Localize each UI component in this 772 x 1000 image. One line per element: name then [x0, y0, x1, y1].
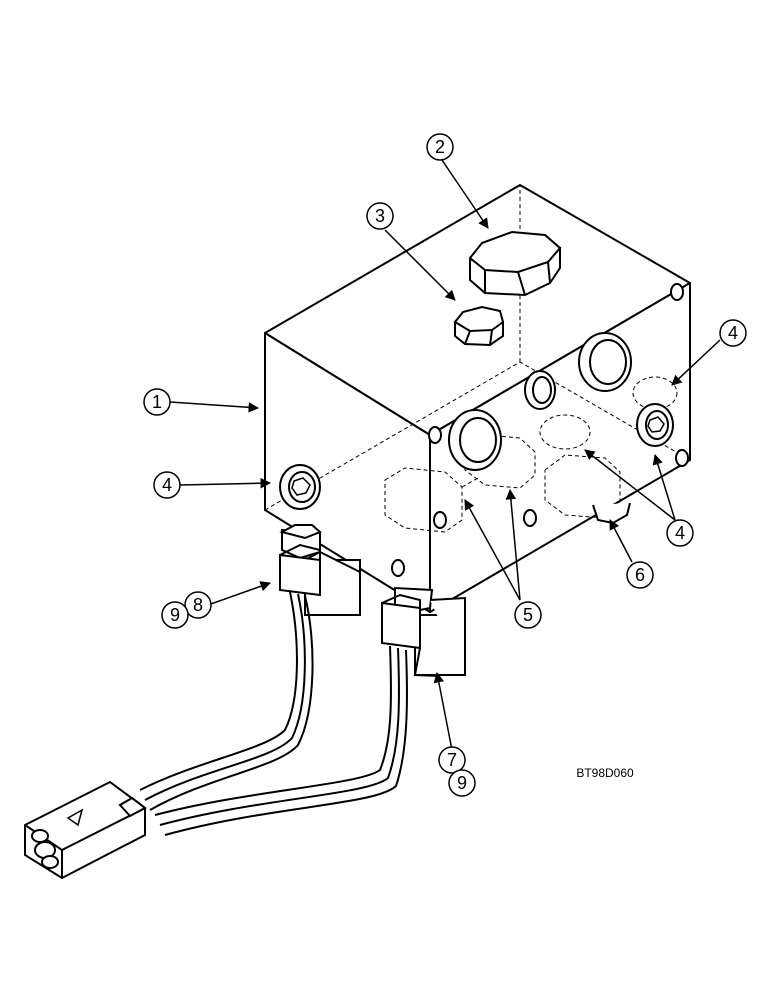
mount-hole — [433, 511, 447, 529]
socket-plug-left — [279, 464, 321, 510]
large-hex-plug — [468, 230, 562, 297]
mount-hole — [391, 559, 405, 577]
callouts: 1 2 3 4 4 4 5 6 — [143, 133, 747, 797]
hidden-plug — [539, 414, 591, 450]
callout-7: 7 — [438, 746, 466, 774]
right-face-ports — [391, 283, 689, 577]
callout-5: 5 — [514, 601, 542, 629]
callout-label: 4 — [728, 323, 738, 343]
callout-4-upper-right: 4 — [719, 319, 747, 347]
wiring-harness — [139, 591, 408, 836]
coil-connector-left — [279, 553, 321, 597]
callout-4-left: 4 — [153, 471, 181, 499]
callout-1: 1 — [143, 388, 171, 416]
callout-label: 7 — [447, 750, 457, 770]
callout-label: 3 — [375, 206, 385, 226]
callout-label: 5 — [523, 605, 533, 625]
callout-8: 8 — [184, 591, 212, 619]
callout-9-left: 9 — [161, 601, 189, 629]
mount-hole — [670, 283, 684, 301]
leader-lines — [169, 159, 721, 751]
hidden-cartridge-left — [384, 467, 463, 533]
callout-label: 8 — [193, 595, 203, 615]
callout-3: 3 — [366, 202, 394, 230]
callout-2: 2 — [426, 133, 454, 161]
callout-9-bottom: 9 — [448, 769, 476, 797]
callout-label: 6 — [635, 565, 645, 585]
solenoid-coil-left — [279, 524, 361, 616]
solenoid-coil-right — [381, 586, 466, 677]
harness-connector-plug — [24, 780, 147, 880]
callout-label: 1 — [152, 392, 162, 412]
coil-connector-right — [381, 601, 421, 650]
mount-hole — [675, 449, 689, 467]
callout-label: 9 — [170, 605, 180, 625]
callout-label: 9 — [457, 773, 467, 793]
drawing-code: BT98D060 — [576, 766, 634, 780]
callout-label: 4 — [162, 475, 172, 495]
hidden-cartridge-right — [544, 454, 621, 519]
small-hex-plug — [453, 305, 505, 347]
bottom-fitting — [592, 502, 631, 525]
callout-label: 4 — [675, 523, 685, 543]
mount-hole — [523, 509, 537, 527]
callout-4-lower-right: 4 — [666, 519, 694, 547]
mount-hole — [428, 426, 442, 444]
callout-6: 6 — [626, 561, 654, 589]
callout-label: 2 — [435, 137, 445, 157]
